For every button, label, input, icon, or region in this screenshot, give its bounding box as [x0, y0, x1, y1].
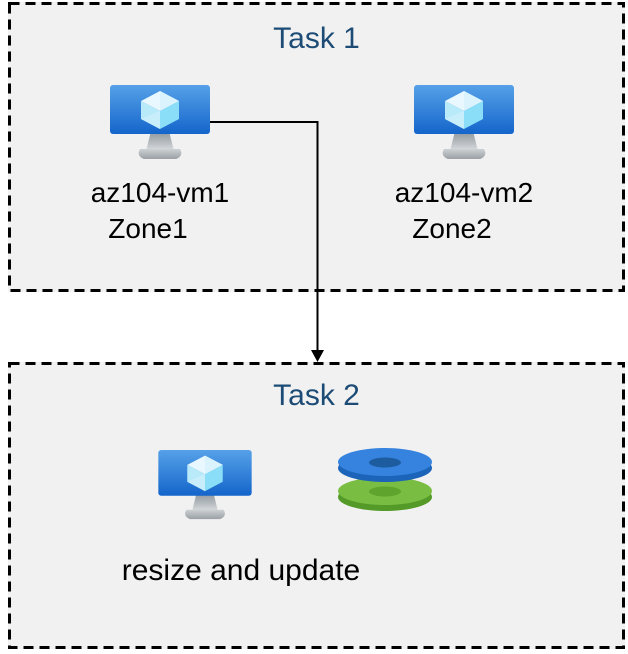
azure-virtual-machine-icon	[110, 85, 210, 160]
vm2-name: az104-vm2	[394, 177, 534, 208]
vm2-zone: Zone2	[412, 213, 492, 244]
task2-title: Task 2	[273, 379, 360, 412]
azure-disks-icon	[337, 445, 433, 513]
vm1-zone: Zone1	[108, 213, 188, 244]
vm1-name: az104-vm1	[90, 177, 230, 208]
task1-title: Task 1	[273, 22, 360, 55]
task2-box: Task 2 resize and update	[8, 362, 625, 649]
azure-virtual-machine-icon	[414, 85, 514, 160]
azure-virtual-machine-icon	[158, 450, 252, 520]
vm1-label: az104-vm1 Zone1	[10, 175, 310, 247]
vm2-label: az104-vm2 Zone2	[314, 175, 614, 247]
task1-box: Task 1 az104-vm1 Zone1 az104-vm2 Zone2	[8, 2, 625, 292]
task2-caption: resize and update	[121, 554, 361, 587]
